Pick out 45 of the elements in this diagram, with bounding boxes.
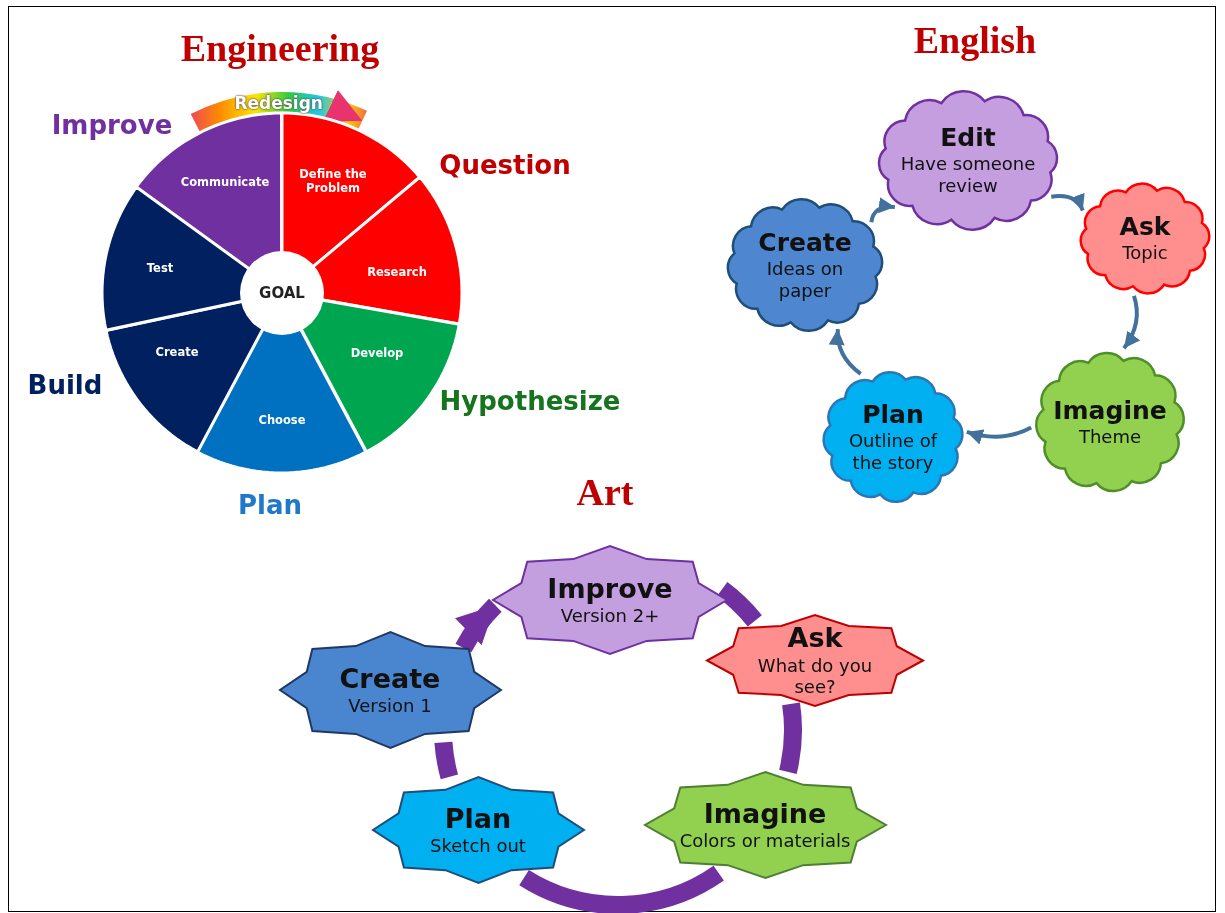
node-title: Create — [758, 228, 852, 259]
node-description: Version 1 — [348, 695, 432, 717]
arc-line — [779, 703, 802, 774]
node-title: Ask — [1119, 212, 1171, 243]
segment-label: Test — [146, 262, 174, 276]
node-title: Edit — [940, 123, 996, 154]
section-heading: Art — [576, 470, 634, 514]
curved-arrow — [1122, 295, 1140, 350]
segment-label: Define the Problem — [298, 168, 368, 196]
stage-label: Hypothesize — [439, 386, 621, 416]
segment-label: Create — [155, 346, 199, 360]
stage-label: Build — [27, 370, 103, 400]
stage-label: Question — [439, 150, 571, 180]
node-title: Create — [339, 663, 441, 696]
arc-line — [434, 741, 459, 780]
arc-line — [716, 582, 762, 627]
segment-label: Develop — [350, 347, 404, 361]
node-description: Sketch out — [430, 835, 526, 857]
node-title: Imagine — [1053, 396, 1167, 427]
node-description: Colors or materials — [679, 830, 851, 852]
node-title: Plan — [444, 803, 512, 836]
node-description: Theme — [1078, 426, 1142, 448]
node-description: What do you see? — [756, 654, 874, 698]
section-heading: Engineering — [180, 26, 380, 70]
arc-line — [519, 865, 724, 913]
stage-label: Plan — [238, 490, 302, 520]
node-description: Topic — [1122, 242, 1168, 264]
node-title: Improve — [547, 573, 673, 606]
node-title: Plan — [862, 400, 924, 431]
segment-label: Choose — [258, 414, 306, 428]
curved-arrow — [455, 599, 502, 653]
node-description: Have someone review — [899, 153, 1037, 197]
curved-arrow — [966, 425, 1033, 445]
node-description: Outline of the story — [847, 430, 939, 474]
section-heading: English — [913, 18, 1037, 62]
node-description: Ideas on paper — [765, 258, 845, 302]
segment-label: Communicate — [180, 176, 270, 190]
segment-label: Research — [367, 266, 427, 280]
stage-label: Improve — [51, 110, 173, 140]
curved-arrow — [829, 329, 862, 376]
node-title: Imagine — [703, 798, 827, 831]
curved-arrow — [1051, 192, 1085, 212]
node-label: GOAL — [259, 284, 305, 302]
node-title: Ask — [787, 622, 843, 655]
node-description: Version 2+ — [560, 605, 660, 627]
